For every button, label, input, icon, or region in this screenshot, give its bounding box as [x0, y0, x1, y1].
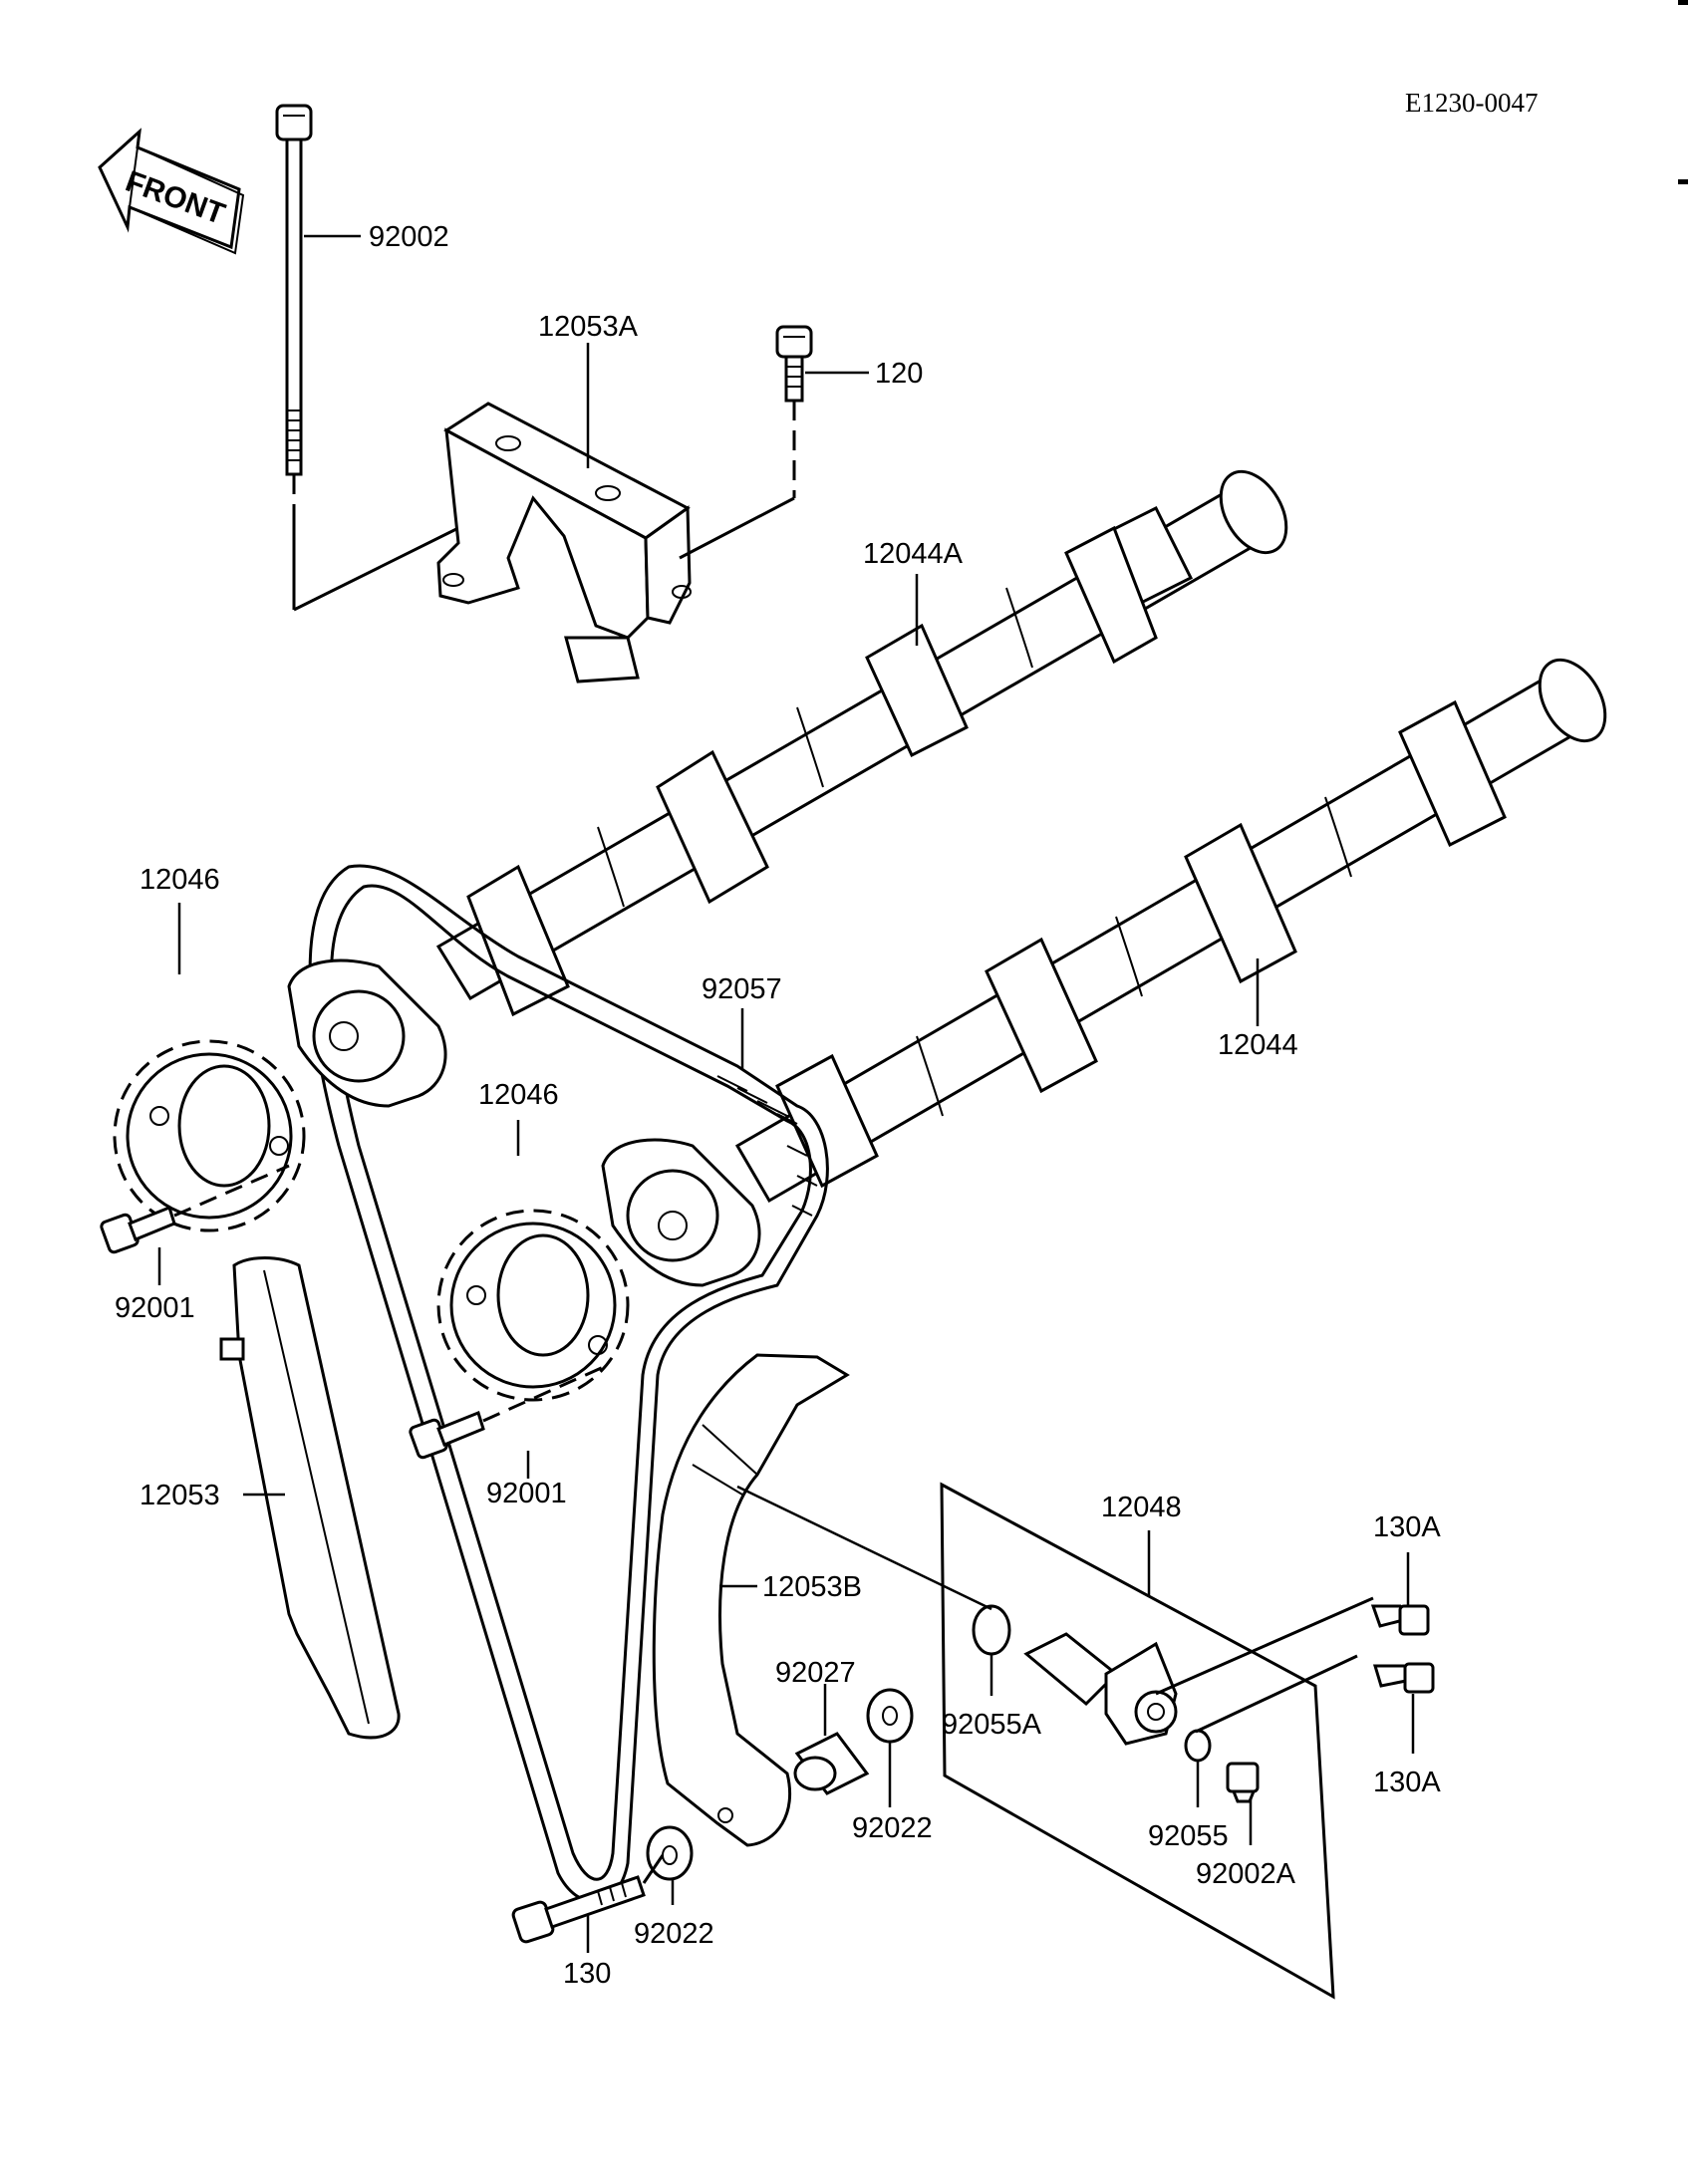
label-120: 120	[875, 358, 923, 390]
collar-92027	[793, 1732, 870, 1795]
washer-92022-right	[866, 1688, 914, 1744]
tensioner-12048	[1023, 1632, 1178, 1746]
tensioner-box	[940, 1482, 1335, 2000]
bolt-120	[679, 325, 813, 560]
front-arrow-icon: FRONT	[98, 128, 245, 255]
label-92001-left: 92001	[115, 1292, 195, 1324]
washer-92022-left	[646, 1825, 694, 1881]
sprocket-12046-right	[436, 1209, 630, 1402]
label-92022-right: 92022	[852, 1812, 933, 1844]
bolt-92002A	[1226, 1762, 1260, 1803]
bolt-130	[511, 1854, 665, 1944]
label-12053A: 12053A	[538, 311, 639, 343]
oring-92055A	[972, 1604, 1011, 1656]
sprocket-12046-left	[113, 1039, 306, 1232]
label-92055A: 92055A	[942, 1709, 1042, 1741]
cam-end-cap-right	[601, 1138, 761, 1287]
long-bolt-92002	[275, 104, 459, 612]
label-92002: 92002	[369, 221, 449, 253]
label-12046-right: 12046	[478, 1079, 559, 1111]
label-130: 130	[563, 1958, 611, 1990]
label-12053B: 12053B	[762, 1571, 862, 1603]
label-12046-left: 12046	[140, 864, 220, 896]
chain-guide-12053	[219, 1256, 401, 1740]
label-92002A: 92002A	[1196, 1858, 1296, 1890]
bolt-92001-right	[409, 1363, 609, 1460]
bolt-130A-bottom	[1195, 1654, 1435, 1734]
margin-mark	[1678, 179, 1688, 184]
camshaft-12044	[734, 658, 1607, 1204]
oring-92055	[1184, 1729, 1212, 1763]
label-12044A: 12044A	[863, 538, 964, 570]
chain-guide-12053B	[652, 1353, 992, 1847]
label-12048: 12048	[1101, 1492, 1182, 1523]
camshaft-12044A	[435, 469, 1288, 1017]
cam-end-cap-left	[287, 958, 447, 1108]
label-92057: 92057	[702, 973, 782, 1005]
bolt-130A-top	[1155, 1596, 1430, 1696]
label-92027: 92027	[775, 1657, 856, 1689]
label-12044: 12044	[1218, 1029, 1298, 1061]
label-130A-bottom: 130A	[1373, 1767, 1441, 1798]
label-12053: 12053	[140, 1480, 220, 1511]
bracket-12053A	[436, 402, 692, 683]
diagram-code: E1230-0047	[1405, 88, 1538, 118]
bolt-92001-left	[100, 1164, 290, 1254]
label-92001-right: 92001	[486, 1478, 567, 1509]
margin-mark	[1678, 0, 1688, 5]
label-130A-top: 130A	[1373, 1511, 1441, 1543]
label-92055: 92055	[1148, 1820, 1229, 1852]
label-92022-left: 92022	[634, 1918, 714, 1950]
